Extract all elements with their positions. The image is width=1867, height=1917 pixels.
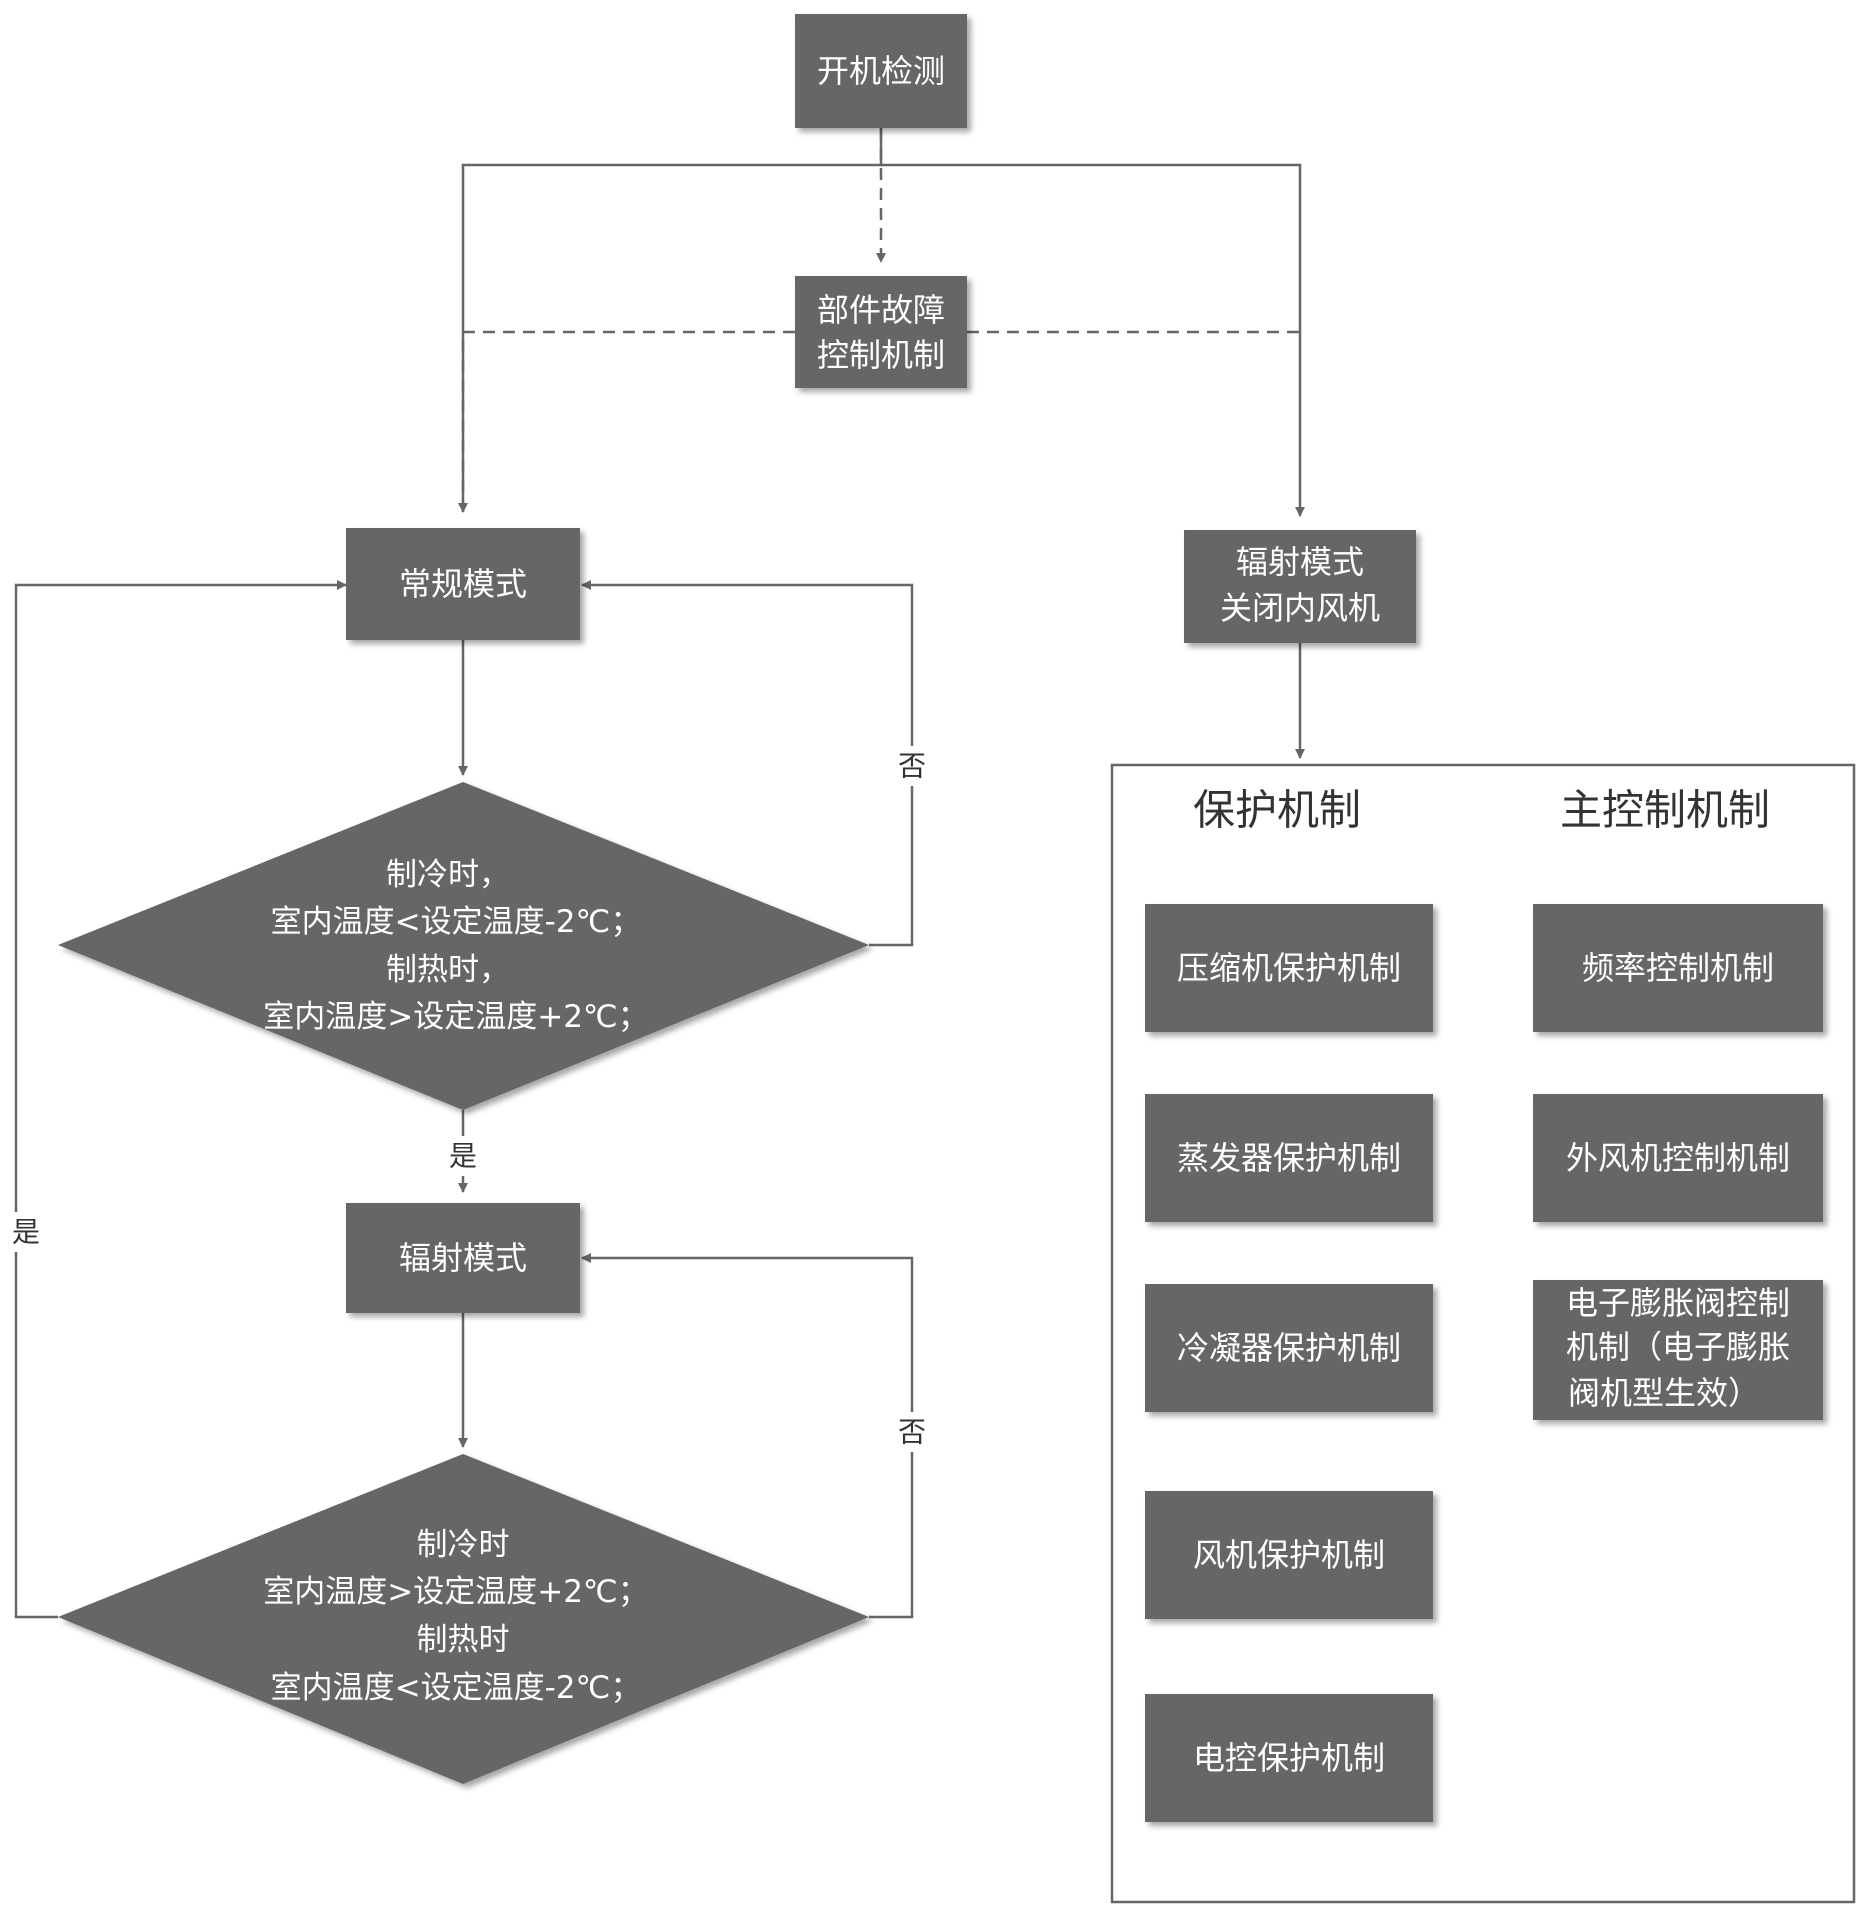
protection-item-label: 冷凝器保护机制 [1177,1329,1401,1367]
mechanisms-group: 保护机制 主控制机制 压缩机保护机制 蒸发器保护机制 冷凝器保护机制 风机保护机… [1110,763,1856,1904]
label-decision2-yes: 是 [12,1216,40,1249]
decision2-line2: 室内温度>设定温度+2℃； [263,1574,649,1610]
decision2-line3: 制热时 [417,1622,510,1658]
edge-decision2-yes [14,580,347,1619]
node-normal-mode[interactable]: 常规模式 [346,528,580,640]
protection-item[interactable]: 电控保护机制 [1145,1694,1433,1822]
main-control-item-label: 外风机控制机制 [1566,1139,1790,1177]
node-radiation-mode-right[interactable]: 辐射模式 关闭内风机 [1184,530,1416,643]
node-decision2[interactable]: 制冷时 室内温度>设定温度+2℃； 制热时 室内温度<设定温度-2℃； [58,1454,869,1784]
decision1-line3: 制热时， [386,952,510,988]
main-control-item[interactable]: 频率控制机制 [1533,904,1823,1032]
node-radiation-right-line2: 关闭内风机 [1220,589,1380,627]
node-decision1[interactable]: 制冷时， 室内温度<设定温度-2℃； 制热时， 室内温度>设定温度+2℃； [58,782,869,1110]
node-fault-control[interactable]: 部件故障 控制机制 [795,276,967,388]
node-radiation-right-line1: 辐射模式 [1236,543,1364,581]
node-fault-label-line1: 部件故障 [817,291,945,329]
protection-item[interactable]: 冷凝器保护机制 [1145,1284,1433,1412]
node-normal-label: 常规模式 [399,565,527,603]
edge-fault-to-normal [461,330,795,512]
main-control-title: 主控制机制 [1560,786,1770,835]
protection-item-label: 蒸发器保护机制 [1177,1139,1401,1177]
protection-item-label: 风机保护机制 [1193,1536,1385,1574]
label-decision2-no: 否 [898,1416,926,1449]
main-control-item-label-line1: 电子膨胀阀控制 [1566,1284,1790,1322]
protection-item-label: 电控保护机制 [1193,1739,1385,1777]
node-radiation-mode-left[interactable]: 辐射模式 [346,1203,580,1313]
main-control-item-label-line3: 阀机型生效） [1568,1374,1760,1412]
node-radiation-left-label: 辐射模式 [399,1239,527,1277]
node-startup-label: 开机检测 [817,52,945,90]
label-decision1-no: 否 [898,750,926,783]
protection-title: 保护机制 [1193,786,1361,835]
edge-startup-to-radiation-right [881,163,1305,517]
main-control-item-label-line2: 机制（电子膨胀 [1566,1328,1790,1366]
label-decision1-yes: 是 [449,1140,477,1173]
decision1-line4: 室内温度>设定温度+2℃； [263,999,649,1035]
node-fault-label-line2: 控制机制 [817,336,945,374]
main-control-item-label: 频率控制机制 [1582,949,1774,987]
decision2-line1: 制冷时 [417,1527,510,1563]
decision2-line4: 室内温度<设定温度-2℃； [271,1670,642,1706]
node-startup[interactable]: 开机检测 [795,14,967,128]
main-control-item[interactable]: 外风机控制机制 [1533,1094,1823,1222]
protection-item-label: 压缩机保护机制 [1177,949,1401,987]
decision1-line2: 室内温度<设定温度-2℃； [271,904,642,940]
main-control-item[interactable]: 电子膨胀阀控制 机制（电子膨胀 阀机型生效） [1533,1280,1823,1420]
edge-startup-to-normal [458,128,883,513]
decision1-line1: 制冷时， [386,857,510,893]
protection-item[interactable]: 压缩机保护机制 [1145,904,1433,1032]
protection-item[interactable]: 风机保护机制 [1145,1491,1433,1619]
protection-item[interactable]: 蒸发器保护机制 [1145,1094,1433,1222]
